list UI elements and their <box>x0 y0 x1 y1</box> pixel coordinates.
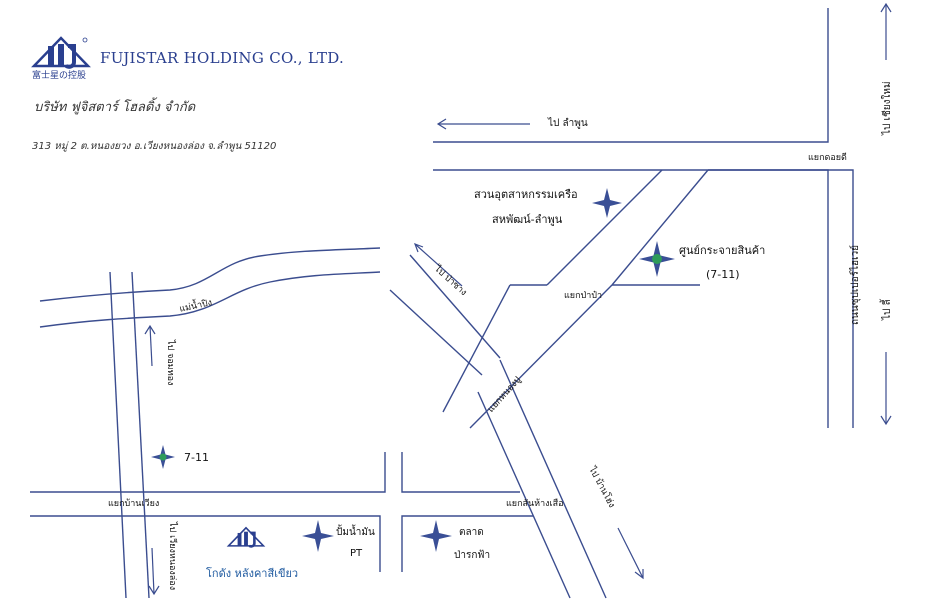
arrow-to-wiang <box>151 547 155 595</box>
road-lamphun-north-edge <box>433 8 829 143</box>
fujistar-logo-icon: 富士星の控股 <box>30 36 92 84</box>
road-bottom-north-edge-2 <box>401 452 520 493</box>
label-to-chomthong: ไป จอมทอง <box>165 340 175 386</box>
road-diag-main-left <box>442 284 511 413</box>
label-market-name: ป่ารกฟ้า <box>454 550 491 561</box>
road-diag-main-right <box>469 284 613 429</box>
compass-star-icon <box>151 188 675 552</box>
label-distribution-center: ศูนย์กระจายสินค้า <box>679 244 766 257</box>
company-name-thai: บริษัท ฟูจิสตาร์ โฮลดิ้ง จำกัด <box>34 100 196 115</box>
logo-caption: 富士星の控股 <box>32 71 87 81</box>
road-pasang-a <box>409 254 501 359</box>
road-superhighway-inner <box>708 169 829 428</box>
label-industrial-estate-line1: สวนอุตสาหกรรมเครือ <box>474 188 578 201</box>
road-bottom-south-edge-2 <box>401 515 533 572</box>
road-pasang-b <box>389 289 483 376</box>
road-chomthong-east <box>131 271 150 599</box>
label-market: ตลาด <box>459 527 484 538</box>
road-banhong-b <box>477 391 571 599</box>
label-distribution-center-code: (7-11) <box>706 268 740 281</box>
label-intersection-ban-wiang: แยกบ้านเวียง <box>108 499 160 509</box>
arrow-to-pasang <box>414 243 463 287</box>
road-lamphun-south-edge <box>433 169 854 428</box>
label-superhighway: ถนนซุปเปอร์ไฮเวย์ <box>850 244 861 325</box>
company-name-english: FUJISTAR HOLDING CO., LTD. <box>100 49 345 67</box>
label-to-chiangmai: ไป เชียงใหม่ <box>882 81 893 135</box>
label-intersection-doidi: แยกดอยดี <box>808 153 847 163</box>
label-store-711: 7-11 <box>184 451 209 464</box>
label-gas-station-brand: PT <box>350 548 363 559</box>
road-diag-upper-left <box>546 169 663 286</box>
arrow-to-chomthong <box>149 325 153 367</box>
direction-arrows <box>144 2 892 596</box>
river-bank-north <box>39 247 381 302</box>
label-to-lamphun: ไป ลำพูน <box>548 118 588 129</box>
road-bottom-south-edge <box>30 515 381 572</box>
label-godown: โกดัง หลังคาสีเขียว <box>206 567 299 580</box>
road-banhong-a <box>499 359 607 599</box>
road-diag-upper-right <box>611 169 709 286</box>
river-bank-south <box>39 271 381 328</box>
label-intersection-san-hang-suea: แยกสันห้างเสือ <box>506 499 564 509</box>
fujistar-logo-icon <box>226 526 266 558</box>
label-gas-station: ปั้มน้ำมัน <box>336 527 375 538</box>
label-industrial-estate-line2: สหพัฒน์-ลำพูน <box>492 213 563 226</box>
arrow-to-banhong <box>617 527 644 579</box>
label-intersection-papa: แยกป่าป๋า <box>564 291 603 301</box>
label-to-li: ไป ลี้ <box>882 299 893 320</box>
company-address: 313 หมู่ 2 ต.หนองยวง อ.เวียงหนองล่อง จ.ล… <box>32 141 277 152</box>
road-bottom-north-edge <box>30 452 386 493</box>
road-chomthong-west <box>109 271 127 599</box>
label-to-wiang-nong-long: ไป เวียงหนองล่อง <box>167 522 177 591</box>
